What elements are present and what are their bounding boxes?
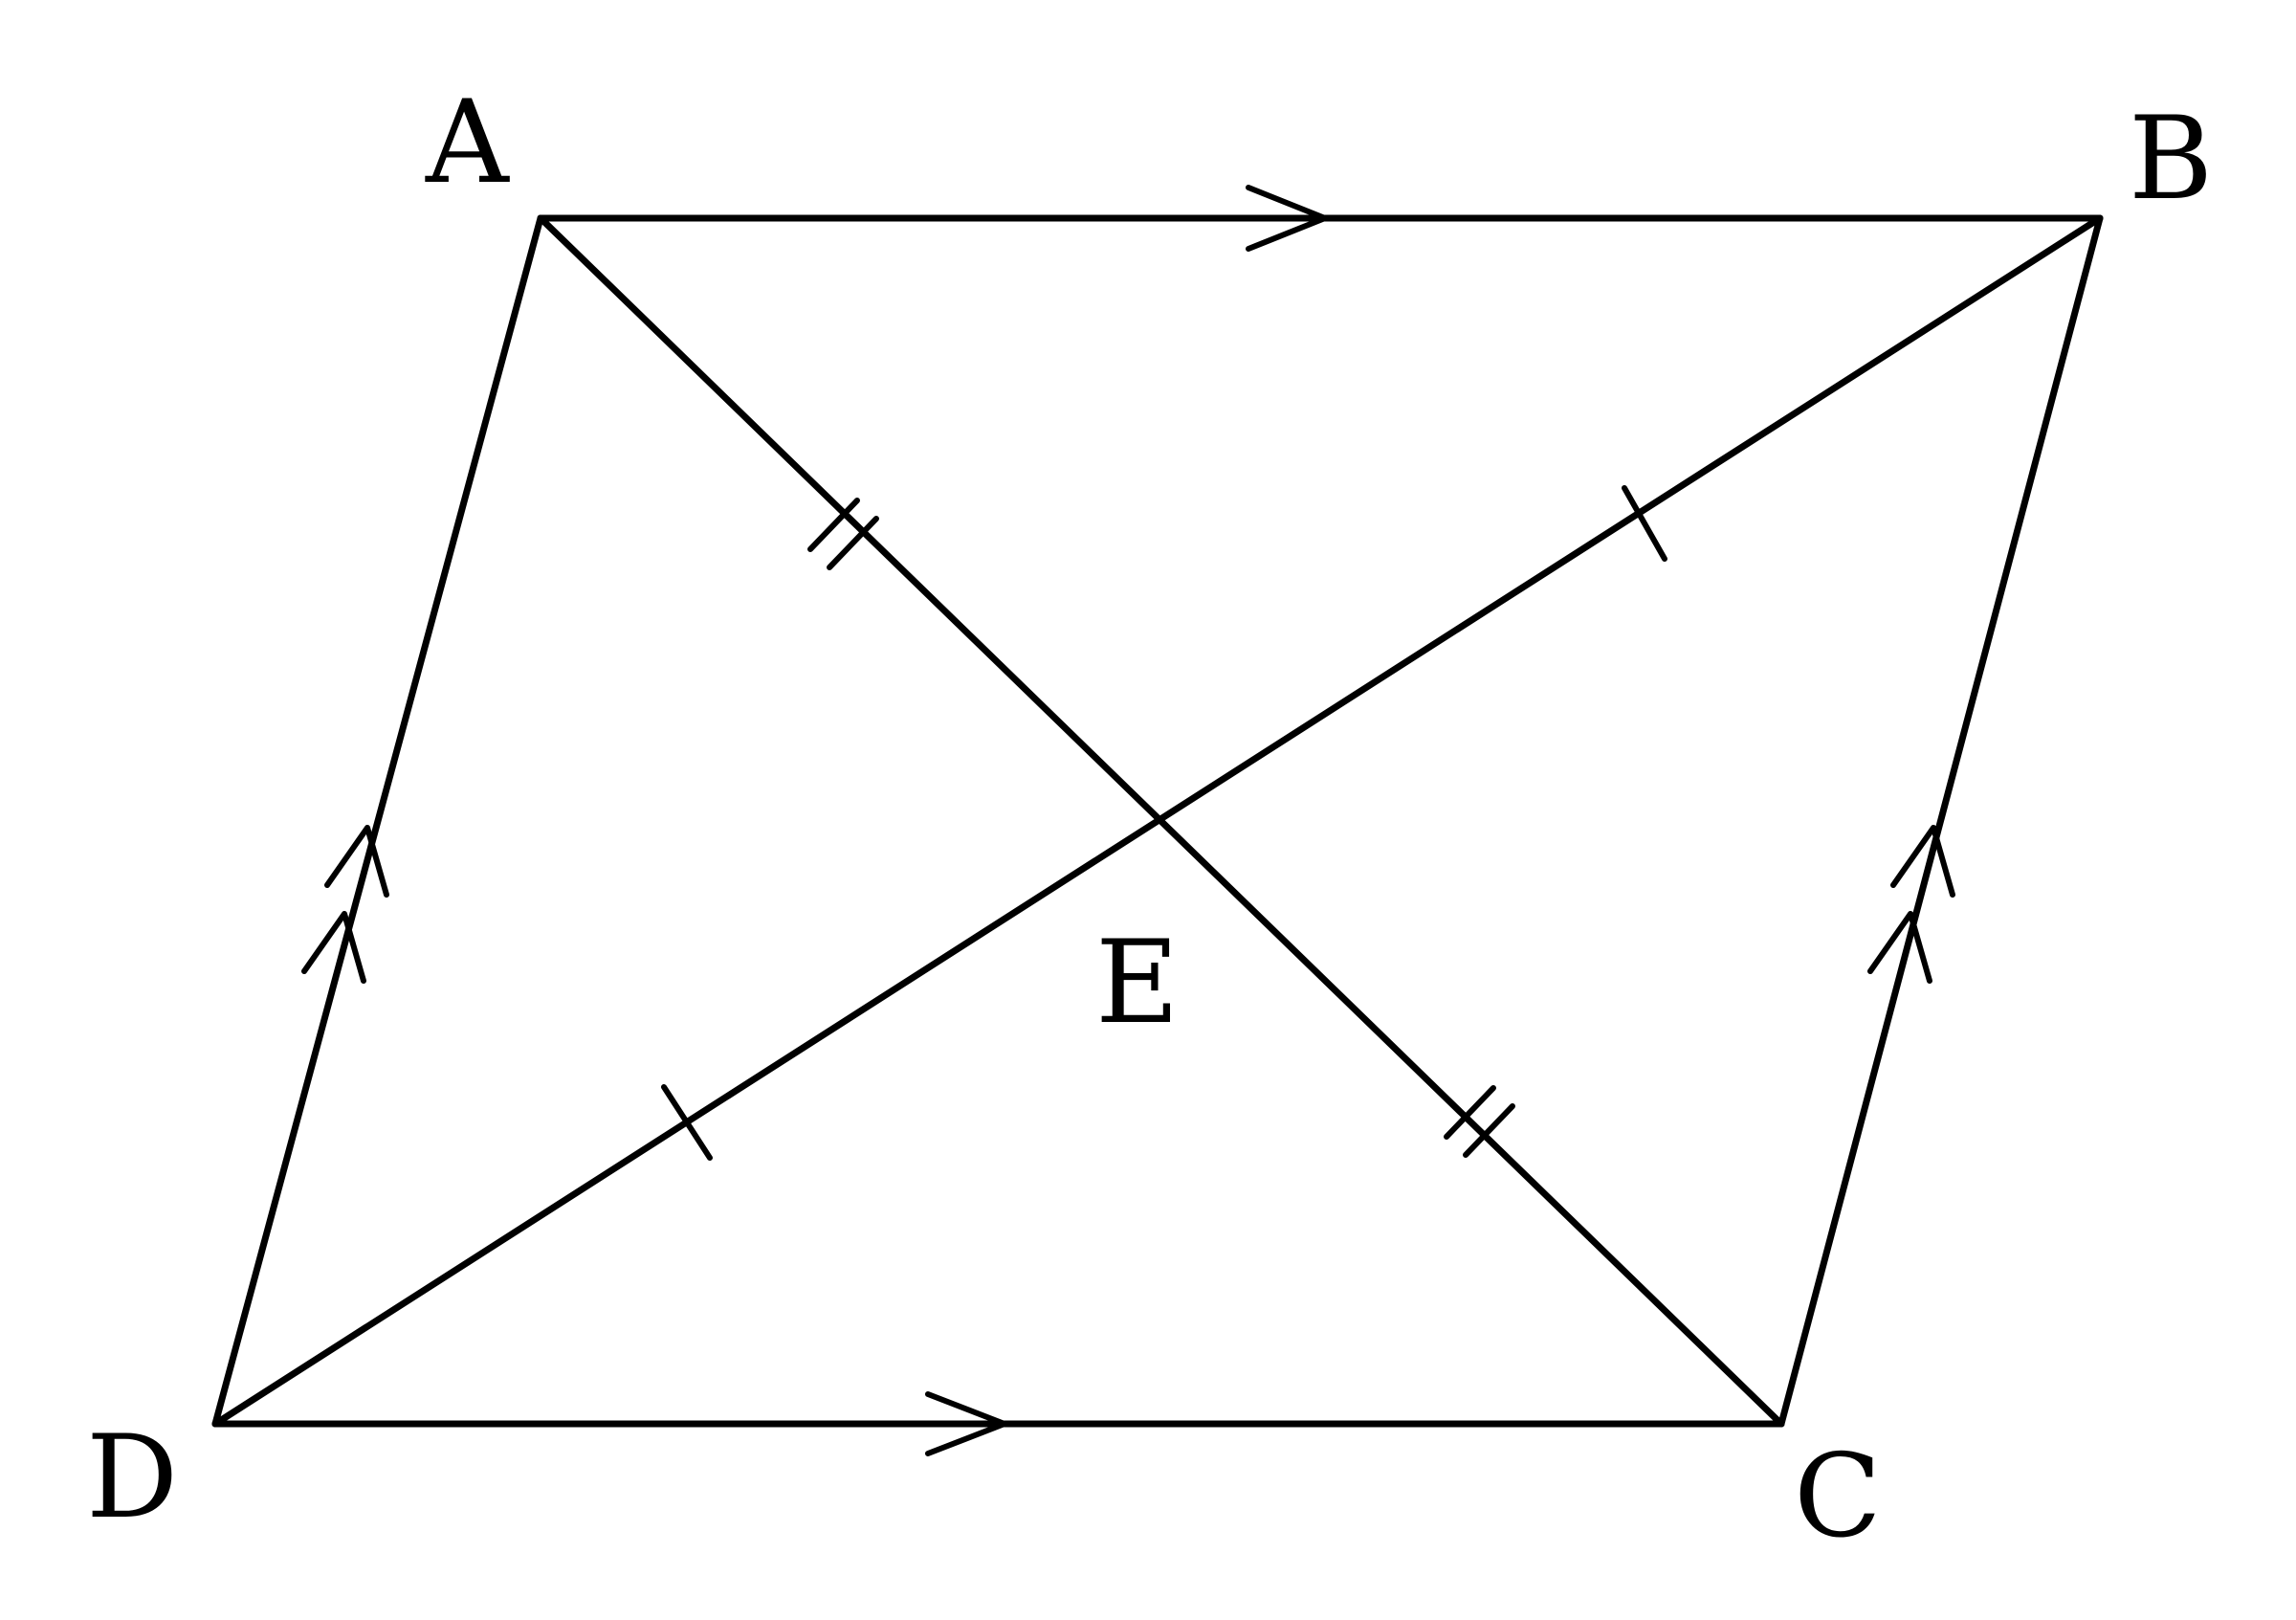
vertex-label-d: D [86, 1411, 178, 1544]
vertex-label-c: C [1794, 1431, 1882, 1564]
parallel-double-arrow-cb [1867, 825, 1955, 984]
tick-mark [827, 516, 879, 570]
vertex-label-a: A [425, 77, 510, 210]
arrowhead [301, 911, 366, 984]
arrowhead [1867, 911, 1932, 984]
tick-mark [807, 498, 860, 552]
arrowhead [1890, 825, 1955, 898]
parallel-double-arrow-da [301, 825, 389, 984]
side-da [211, 214, 544, 1428]
double-tick-ae [807, 498, 879, 570]
parallel-arrow-ab [1246, 185, 1328, 252]
arrowhead [324, 825, 389, 898]
double-tick-ec [1444, 1085, 1515, 1158]
tick-mark [1444, 1085, 1496, 1140]
side-cb [1777, 214, 2104, 1428]
tick-mark [1463, 1103, 1515, 1158]
diagonal-bd [211, 214, 2104, 1428]
vertex-label-b: B [2129, 93, 2213, 226]
vertex-label-e: E [1095, 917, 1180, 1050]
single-tick-ed [661, 1084, 713, 1161]
parallel-arrow-dc [925, 1391, 1007, 1456]
single-tick-be [1622, 485, 1667, 562]
